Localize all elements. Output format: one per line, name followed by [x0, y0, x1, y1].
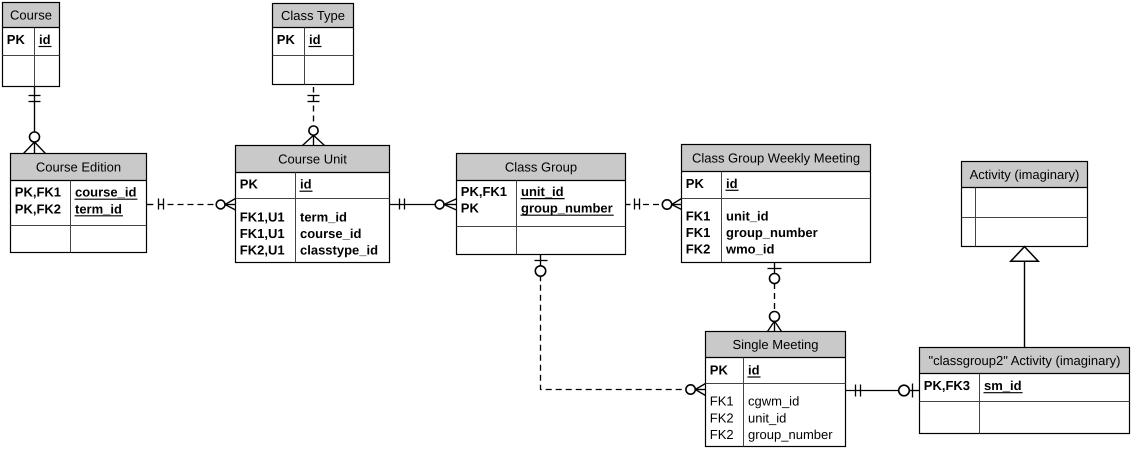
svg-text:FK1: FK1	[686, 225, 711, 240]
svg-text:Class Group: Class Group	[505, 160, 577, 175]
svg-text:PK: PK	[710, 363, 729, 378]
svg-text:unit_id: unit_id	[521, 184, 564, 199]
svg-text:Course: Course	[10, 8, 52, 23]
svg-text:Course Unit: Course Unit	[278, 152, 347, 167]
svg-text:"classgroup2" Activity (imagin: "classgroup2" Activity (imaginary)	[928, 353, 1120, 368]
svg-text:id: id	[39, 32, 51, 47]
svg-text:unit_id: unit_id	[726, 209, 769, 224]
svg-text:Class Type: Class Type	[281, 8, 345, 23]
svg-text:cgwm_id: cgwm_id	[748, 394, 799, 409]
svg-text:PK,FK3: PK,FK3	[924, 378, 970, 393]
svg-text:course_id: course_id	[75, 185, 136, 200]
svg-text:FK1: FK1	[686, 209, 711, 224]
svg-text:PK,FK1: PK,FK1	[461, 184, 507, 199]
svg-text:id: id	[748, 363, 760, 378]
svg-text:unit_id: unit_id	[748, 410, 786, 425]
svg-text:sm_id: sm_id	[984, 378, 1022, 393]
svg-text:FK1: FK1	[710, 394, 734, 409]
svg-text:FK2: FK2	[710, 427, 734, 442]
svg-text:PK: PK	[686, 176, 705, 191]
svg-text:Class Group Weekly Meeting: Class Group Weekly Meeting	[692, 151, 860, 166]
svg-text:id: id	[300, 177, 312, 192]
svg-text:id: id	[726, 176, 738, 191]
svg-text:FK2: FK2	[710, 410, 734, 425]
svg-text:term_id: term_id	[75, 201, 122, 216]
svg-text:FK2,U1: FK2,U1	[240, 243, 285, 258]
svg-text:FK2: FK2	[686, 242, 711, 257]
svg-text:wmo_id: wmo_id	[725, 242, 774, 257]
svg-text:PK: PK	[7, 32, 26, 47]
svg-text:group_number: group_number	[748, 427, 833, 442]
svg-text:classtype_id: classtype_id	[300, 243, 378, 258]
svg-text:PK: PK	[277, 32, 296, 47]
svg-text:group_number: group_number	[726, 225, 818, 240]
svg-text:id: id	[309, 32, 321, 47]
svg-text:term_id: term_id	[300, 209, 347, 224]
svg-text:PK,FK1: PK,FK1	[15, 185, 61, 200]
svg-text:FK1,U1: FK1,U1	[240, 209, 285, 224]
svg-text:PK: PK	[240, 177, 259, 192]
svg-text:PK: PK	[461, 201, 480, 216]
svg-text:course_id: course_id	[300, 226, 361, 241]
svg-text:Activity (imaginary): Activity (imaginary)	[970, 167, 1080, 182]
svg-text:Single Meeting: Single Meeting	[733, 337, 819, 352]
svg-text:PK,FK2: PK,FK2	[15, 201, 61, 216]
svg-text:group_number: group_number	[521, 201, 613, 216]
svg-text:Course Edition: Course Edition	[36, 160, 121, 175]
svg-text:FK1,U1: FK1,U1	[240, 226, 285, 241]
